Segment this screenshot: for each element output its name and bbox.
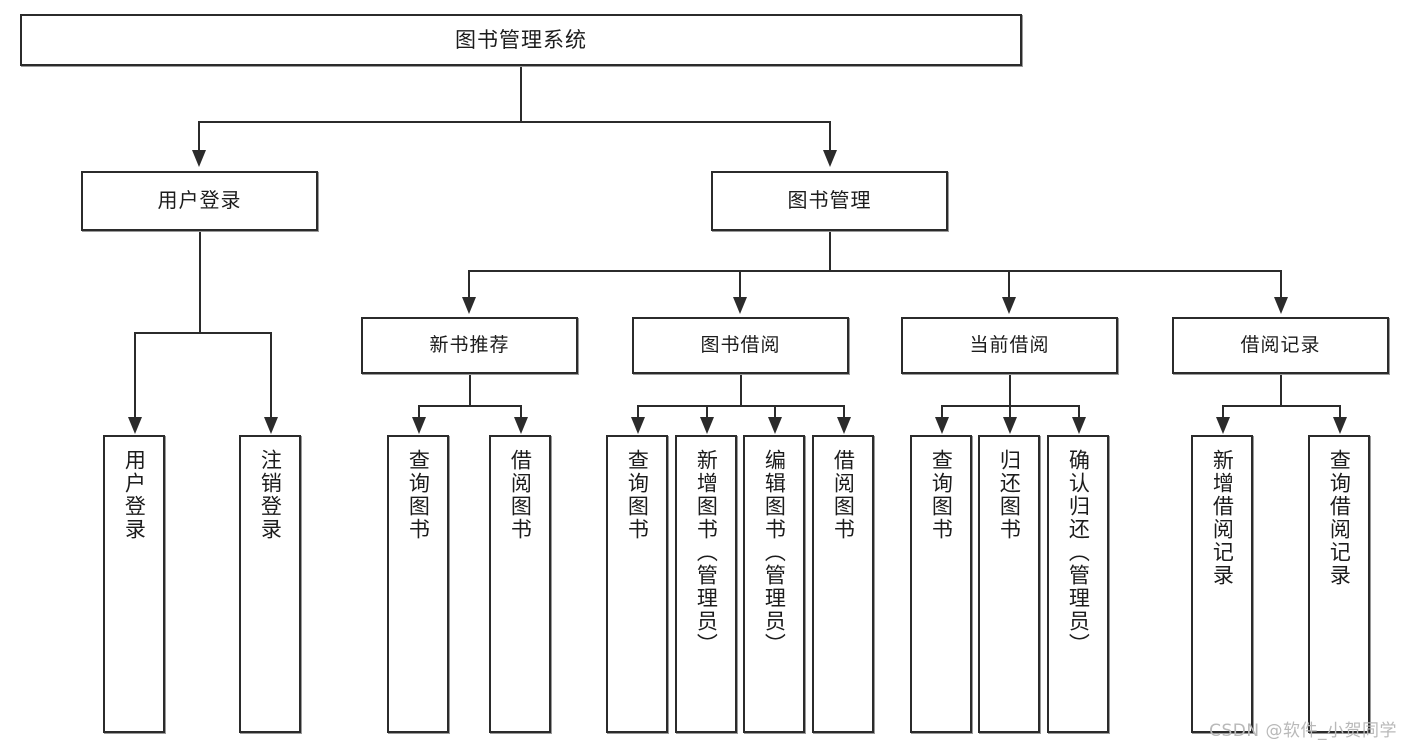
node-label: 查询图书 (406, 449, 431, 541)
connector-current-borrow-drop-1 (941, 405, 943, 418)
connector-borrow-record-drop-1 (1222, 405, 1224, 418)
connector-book-mgmt-drop-3 (1008, 270, 1010, 298)
arrowhead-root-to-user-login (192, 150, 206, 167)
node-label: 编辑图书（管理员） (762, 449, 787, 656)
node-label: 新增图书（管理员） (694, 449, 719, 656)
leaf-user-login-login[interactable]: 用户登录 (103, 435, 165, 733)
connector-current-borrow-drop-3 (1078, 405, 1080, 418)
connector-book-mgmt-drop-1 (468, 270, 470, 298)
arrowhead-root-to-book-mgmt (823, 150, 837, 167)
connector-book-mgmt-stem (829, 231, 831, 271)
arrowhead-borrow-record-1 (1216, 417, 1230, 434)
arrowhead-current-borrow-1 (935, 417, 949, 434)
leaf-book-borrow-add[interactable]: 新增图书（管理员） (675, 435, 737, 733)
arrowhead-new-book-2 (514, 417, 528, 434)
connector-user-login-bus (134, 332, 271, 334)
leaf-current-borrow-return[interactable]: 归还图书 (978, 435, 1040, 733)
leaf-new-book-borrow[interactable]: 借阅图书 (489, 435, 551, 733)
connector-new-book-stem (469, 374, 471, 406)
arrowhead-current-borrow-2 (1003, 417, 1017, 434)
node-label: 确认归还（管理员） (1066, 449, 1091, 656)
connector-book-mgmt-bus (468, 270, 1280, 272)
connector-user-login-drop-1 (134, 332, 136, 418)
connector-user-login-drop-2 (270, 332, 272, 418)
connector-borrow-record-drop-2 (1339, 405, 1341, 418)
node-new-book-recommend[interactable]: 新书推荐 (361, 317, 578, 374)
arrowhead-new-book-1 (412, 417, 426, 434)
node-label: 归还图书 (997, 449, 1022, 541)
arrowhead-book-mgmt-4 (1274, 297, 1288, 314)
connector-book-borrow-drop-4 (843, 405, 845, 418)
connector-root-to-user-login (198, 121, 200, 151)
arrowhead-book-borrow-4 (837, 417, 851, 434)
connector-borrow-record-bus (1222, 405, 1339, 407)
leaf-borrow-record-add[interactable]: 新增借阅记录 (1191, 435, 1253, 733)
connector-current-borrow-stem (1009, 374, 1011, 406)
connector-new-book-drop-2 (520, 405, 522, 418)
arrowhead-user-login-2 (264, 417, 278, 434)
connector-book-mgmt-drop-2 (739, 270, 741, 298)
connector-book-mgmt-drop-4 (1280, 270, 1282, 298)
connector-book-borrow-drop-1 (637, 405, 639, 418)
node-current-borrow[interactable]: 当前借阅 (901, 317, 1118, 374)
arrowhead-current-borrow-3 (1072, 417, 1086, 434)
node-label: 图书管理系统 (455, 27, 587, 52)
connector-book-borrow-bus (637, 405, 843, 407)
node-label: 查询图书 (625, 449, 650, 541)
arrowhead-borrow-record-2 (1333, 417, 1347, 434)
node-label: 查询借阅记录 (1327, 449, 1352, 587)
node-label: 当前借阅 (969, 334, 1050, 357)
node-label: 借阅图书 (831, 449, 856, 541)
connector-current-borrow-drop-2 (1009, 405, 1011, 418)
node-book-borrow[interactable]: 图书借阅 (632, 317, 849, 374)
node-label: 用户登录 (157, 188, 242, 213)
connector-root-stem (520, 66, 522, 122)
node-book-management[interactable]: 图书管理 (711, 171, 948, 231)
connector-new-book-bus (418, 405, 521, 407)
node-user-login[interactable]: 用户登录 (81, 171, 318, 231)
leaf-user-login-logout[interactable]: 注销登录 (239, 435, 301, 733)
node-label: 新书推荐 (429, 334, 510, 357)
connector-root-bus (198, 121, 829, 123)
leaf-new-book-query[interactable]: 查询图书 (387, 435, 449, 733)
connector-book-borrow-drop-2 (706, 405, 708, 418)
node-label: 用户登录 (122, 449, 147, 541)
arrowhead-book-borrow-2 (700, 417, 714, 434)
node-label: 注销登录 (258, 449, 283, 541)
leaf-current-borrow-query[interactable]: 查询图书 (910, 435, 972, 733)
connector-book-borrow-drop-3 (774, 405, 776, 418)
node-label: 新增借阅记录 (1210, 449, 1235, 587)
node-root-system[interactable]: 图书管理系统 (20, 14, 1022, 66)
arrowhead-book-borrow-3 (768, 417, 782, 434)
connector-borrow-record-stem (1280, 374, 1282, 406)
node-borrow-record[interactable]: 借阅记录 (1172, 317, 1389, 374)
connector-new-book-drop-1 (418, 405, 420, 418)
arrowhead-user-login-1 (128, 417, 142, 434)
connector-book-borrow-stem (740, 374, 742, 406)
leaf-book-borrow-borrow[interactable]: 借阅图书 (812, 435, 874, 733)
connector-root-to-book-mgmt (829, 121, 831, 151)
node-label: 图书管理 (787, 188, 872, 213)
leaf-current-borrow-confirm[interactable]: 确认归还（管理员） (1047, 435, 1109, 733)
leaf-borrow-record-query[interactable]: 查询借阅记录 (1308, 435, 1370, 733)
arrowhead-book-borrow-1 (631, 417, 645, 434)
node-label: 借阅图书 (508, 449, 533, 541)
arrowhead-book-mgmt-2 (733, 297, 747, 314)
node-label: 图书借阅 (700, 334, 781, 357)
node-label: 借阅记录 (1240, 334, 1321, 357)
arrowhead-book-mgmt-1 (462, 297, 476, 314)
leaf-book-borrow-edit[interactable]: 编辑图书（管理员） (743, 435, 805, 733)
arrowhead-book-mgmt-3 (1002, 297, 1016, 314)
connector-user-login-stem (199, 231, 201, 333)
leaf-book-borrow-query[interactable]: 查询图书 (606, 435, 668, 733)
node-label: 查询图书 (929, 449, 954, 541)
